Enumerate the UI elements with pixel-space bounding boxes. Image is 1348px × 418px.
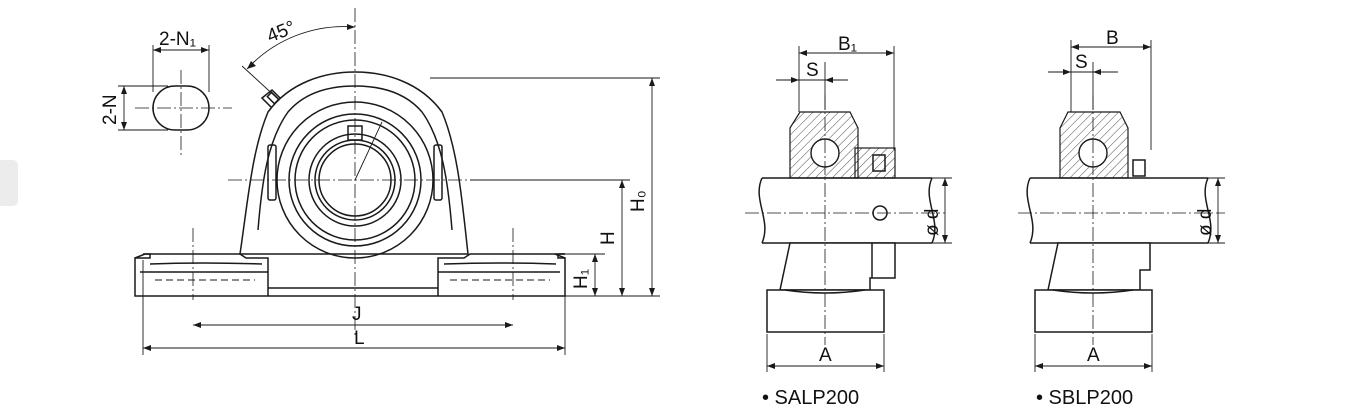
sblp-dim-a: A — [1087, 345, 1100, 366]
side-panel-tab[interactable] — [0, 160, 18, 206]
slot-width-label: 2-N₁ — [159, 29, 196, 50]
salp-dim-a: A — [819, 345, 832, 366]
front-view: 45° J — [134, 8, 660, 355]
slot-detail: 2-N₁ 2-N — [100, 29, 232, 156]
dim-h0: H₀ — [628, 190, 649, 212]
dim-h1: H₁ — [571, 269, 592, 289]
dim-l: L — [354, 328, 365, 349]
sblp-caption: • SBLP200 — [1036, 387, 1133, 409]
salp-caption: • SALP200 — [762, 387, 859, 409]
salp-dim-s: S — [806, 60, 819, 81]
slot-height-label: 2-N — [100, 94, 121, 125]
side-view-salp: B₁ S ø d — [745, 34, 952, 409]
sblp-dim-d: ø d — [1195, 209, 1216, 236]
angle-label: 45° — [264, 17, 299, 47]
salp-dim-b: B₁ — [838, 34, 857, 55]
sblp-dim-s: S — [1075, 52, 1088, 73]
dim-h: H — [598, 231, 619, 245]
sblp-dim-b: B — [1106, 28, 1119, 49]
dim-j: J — [352, 304, 362, 325]
salp-dim-d: ø d — [922, 209, 943, 236]
side-view-sblp: B S ø d A • SBLP200 — [1018, 28, 1225, 409]
